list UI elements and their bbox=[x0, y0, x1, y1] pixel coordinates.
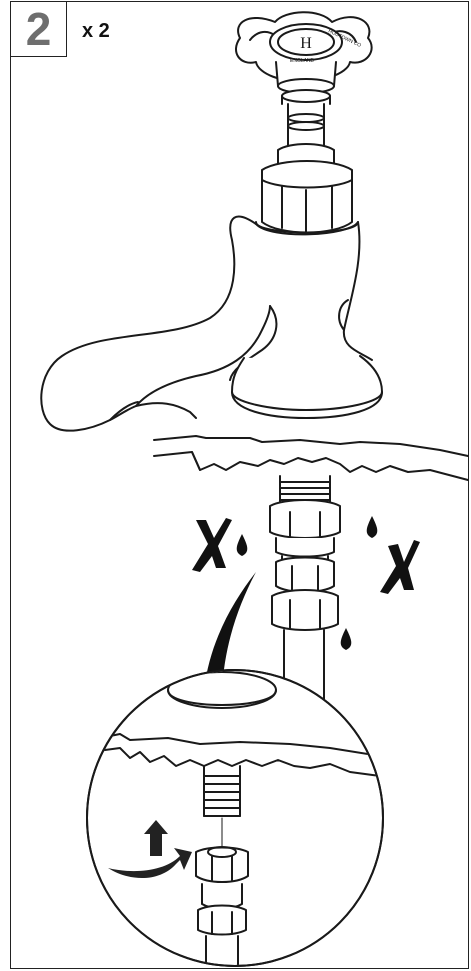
handle-country-text: ENGLAND bbox=[290, 58, 315, 64]
quantity-label: x 2 bbox=[82, 20, 110, 42]
rotate-arrow-icon bbox=[108, 820, 192, 879]
diagram-frame bbox=[10, 1, 469, 969]
step-number-box: 2 bbox=[10, 1, 67, 57]
cross-mark-icon-left bbox=[192, 518, 232, 572]
tap-body bbox=[40, 215, 383, 432]
detail-magnifier-circle bbox=[86, 669, 384, 967]
callout-pointer bbox=[204, 572, 256, 692]
step-number: 2 bbox=[25, 3, 52, 55]
handle-monogram: H bbox=[300, 35, 312, 52]
countertop-section bbox=[153, 435, 469, 481]
tap-cross-handle: H HOOTOWN CO ENGLAND bbox=[235, 11, 373, 105]
tap-spindle bbox=[255, 103, 359, 234]
tap-tail-connector bbox=[269, 475, 341, 719]
cross-mark-icon-right bbox=[380, 540, 420, 594]
water-drop-icon bbox=[236, 516, 378, 650]
